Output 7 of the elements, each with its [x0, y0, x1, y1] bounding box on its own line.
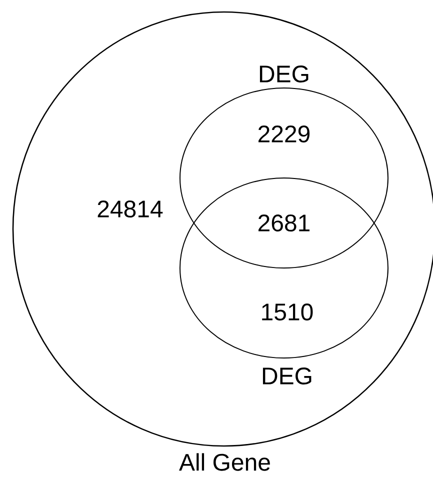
set-label: DEG — [260, 66, 308, 82]
count-label: 2229 — [258, 126, 310, 142]
set-label: 1510 — [262, 304, 313, 320]
count-label: DEG — [262, 368, 312, 384]
set-label: All Gene — [179, 453, 270, 471]
count-label: 2681 — [258, 214, 310, 232]
count-label: 24814 — [98, 200, 163, 218]
